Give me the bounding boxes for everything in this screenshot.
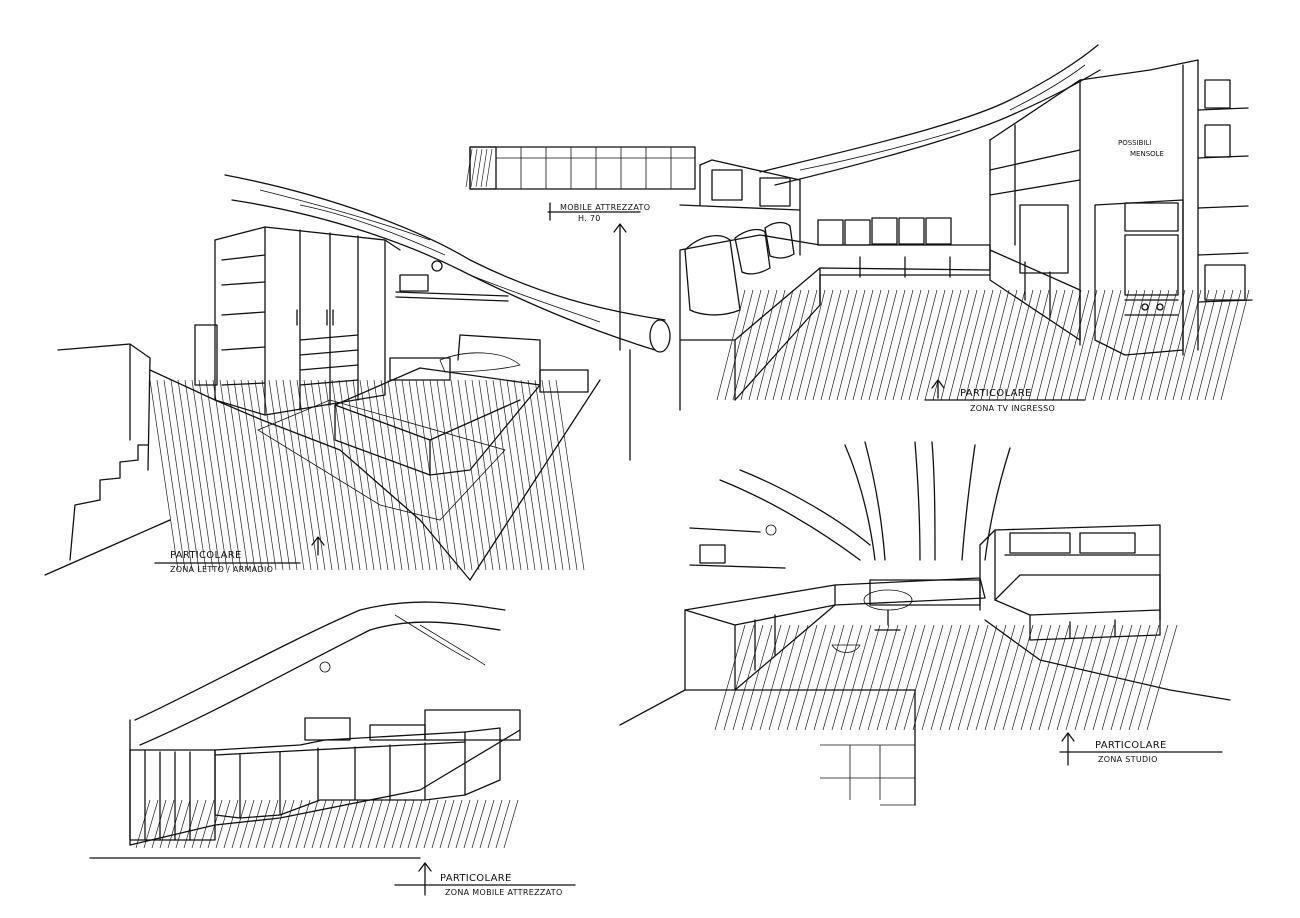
tv-caption-title: PARTICOLARE	[960, 388, 1032, 399]
wardrobe	[194, 226, 401, 416]
tv-note-line1: POSSIBILI	[1118, 139, 1152, 147]
study-desk	[684, 577, 986, 691]
north-arrow-icon	[1061, 732, 1075, 766]
storage-view: PARTICOLARE ZONA MOBILE ATTREZZATO	[89, 601, 576, 897]
study-bookcase	[979, 524, 1161, 641]
tv-caption-subtitle: ZONA TV INGRESSO	[970, 404, 1055, 413]
bedroom-caption-subtitle: ZONA LETTO / ARMADIO	[170, 565, 273, 574]
cabinet-label: MOBILE ATTREZZATO	[560, 203, 650, 212]
bedroom-caption-title: PARTICOLARE	[170, 550, 242, 561]
cabinet-height: H. 70	[578, 214, 601, 223]
north-arrow-icon	[613, 223, 627, 351]
storage-caption-subtitle: ZONA MOBILE ATTREZZATO	[445, 888, 563, 897]
study-caption-title: PARTICOLARE	[1095, 740, 1167, 751]
bedroom-view: PARTICOLARE ZONA LETTO / ARMADIO	[44, 174, 671, 581]
bench-seating	[679, 217, 991, 411]
tv-note-line2: MENSOLE	[1130, 150, 1164, 158]
north-arrow-icon	[931, 379, 945, 399]
roof-beam	[224, 174, 671, 461]
north-arrow-icon	[311, 536, 325, 556]
storage-caption-title: PARTICOLARE	[440, 873, 512, 884]
cabinet-elevation: MOBILE ATTREZZATO H. 70	[465, 146, 696, 351]
north-arrow-icon	[418, 862, 432, 896]
study-caption-subtitle: ZONA STUDIO	[1098, 755, 1158, 764]
fireplace-column	[1079, 59, 1199, 356]
bed	[334, 334, 589, 476]
storage-cabinets	[214, 709, 521, 819]
study-view: PARTICOLARE ZONA STUDIO	[619, 441, 1231, 806]
tv-view: POSSIBILI MENSOLE PARTICOLARE ZONA TV IN…	[679, 44, 1253, 413]
